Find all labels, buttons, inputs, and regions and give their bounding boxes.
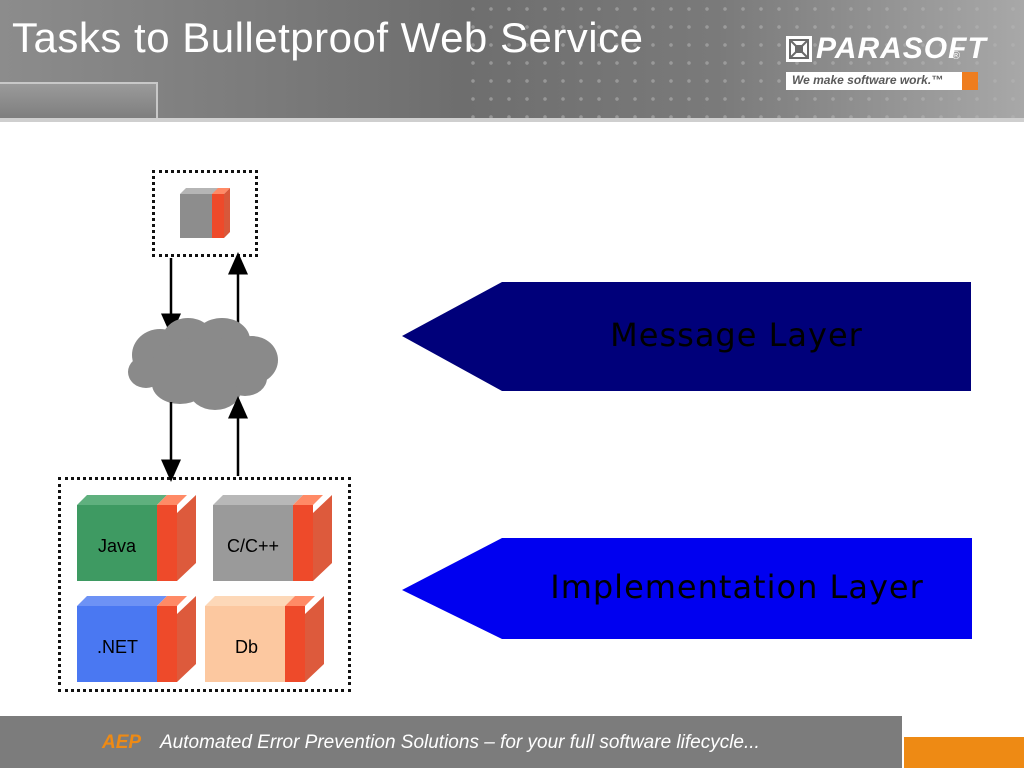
client-block-icon [180, 188, 230, 238]
parasoft-logo: PARASOFT ® We make software work.™ [786, 32, 986, 90]
parasoft-logo-mark-icon [786, 36, 812, 62]
cpp-block [213, 495, 332, 581]
footer-tagline: Automated Error Prevention Solutions – f… [160, 732, 760, 753]
footer-bar [0, 716, 902, 768]
header-banner [0, 0, 1024, 120]
header-shelf [0, 82, 158, 120]
message-layer-arrow [402, 282, 971, 391]
footer-orange-block [904, 737, 1024, 768]
db-label: Db [235, 637, 259, 657]
header-divider [0, 118, 1024, 122]
db-block [205, 596, 324, 682]
implementation-layer-label: Implementation Layer [550, 568, 924, 606]
dotnet-label: .NET [97, 637, 139, 657]
java-block [77, 495, 196, 581]
logo-orange-block [962, 72, 978, 90]
java-label: Java [98, 536, 137, 556]
logo-tagline-bar [786, 72, 962, 90]
slide-title: Tasks to Bulletproof Web Service [12, 14, 644, 61]
footer-aep: AEP [102, 732, 142, 753]
cpp-label: C/C++ [227, 536, 280, 556]
client-container [152, 170, 258, 257]
network-cloud-icon [128, 318, 278, 410]
message-layer-label: Message Layer [610, 316, 863, 354]
logo-tagline: We make software work.™ [792, 73, 944, 87]
registered-mark: ® [952, 50, 961, 62]
header-dot-pattern [464, 0, 1024, 120]
implementation-container [58, 477, 351, 692]
dotnet-block [77, 596, 196, 682]
implementation-layer-arrow [402, 538, 972, 639]
parasoft-logo-text: PARASOFT [816, 32, 987, 65]
